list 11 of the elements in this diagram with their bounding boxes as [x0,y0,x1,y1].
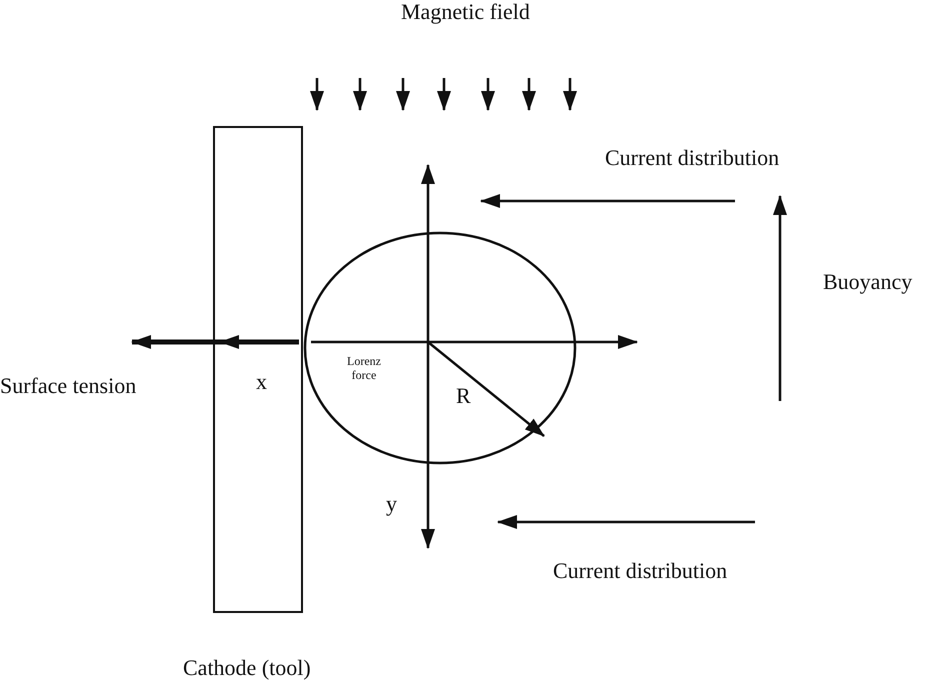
current-label: Current distribution [553,559,728,584]
field-label: Magnetic field [401,0,530,24]
lorenz-force-label: Lorenz force [346,354,382,383]
buoyancy-label: Buoyancy [823,270,912,294]
cathode-caption: Cathode (tool) [183,656,311,680]
surface-tension-label: Surface tension [0,374,136,398]
current-label: Current distribution [605,146,780,170]
bubble-outline [304,232,576,464]
radius-label: R [456,384,471,408]
axis-label: x [256,370,267,394]
axis-label: y [386,492,397,516]
